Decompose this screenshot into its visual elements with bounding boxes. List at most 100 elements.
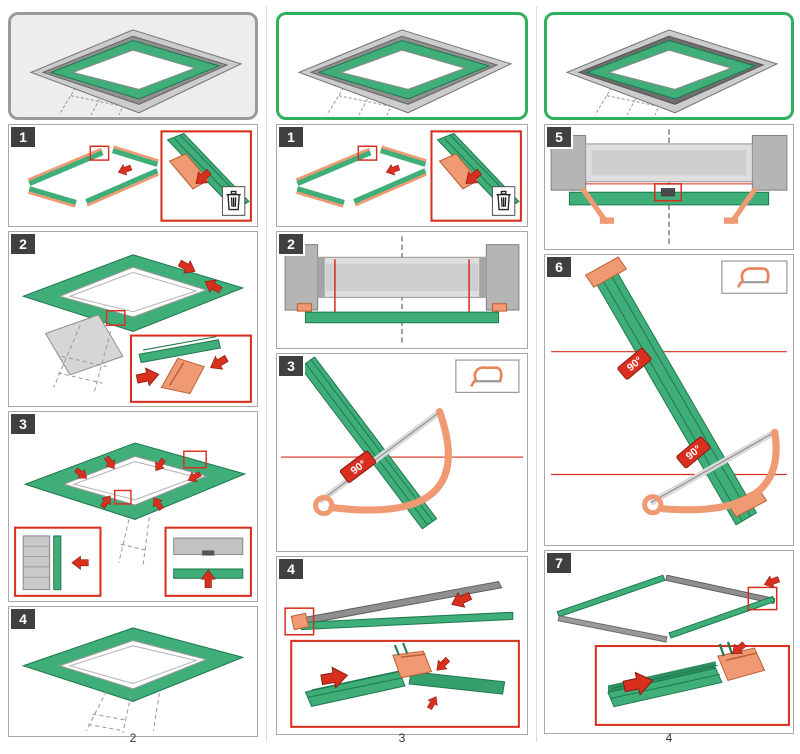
saw-cutting-illustration: 90° xyxy=(281,356,523,530)
step-panel: 5 xyxy=(544,124,794,250)
angle-badge: 90° xyxy=(339,450,377,483)
hatch-overview-illustration xyxy=(29,29,243,116)
step-number-badge: 4 xyxy=(11,609,35,629)
strut-foot xyxy=(723,217,739,224)
ceiling-left xyxy=(284,244,319,311)
red-callout-box xyxy=(183,450,207,469)
opening xyxy=(71,49,197,90)
step-number-badge: 2 xyxy=(279,234,303,254)
step-panel: 1 xyxy=(8,124,258,227)
saw-blade-line xyxy=(319,410,442,502)
box-edge xyxy=(479,257,487,298)
step-panel: 3 xyxy=(8,411,258,602)
step-number-badge: 4 xyxy=(279,559,303,579)
finished-frame-illustration xyxy=(21,627,245,733)
opening xyxy=(607,49,733,90)
hatch-overview-illustration xyxy=(297,29,513,116)
double-cut-illustration: 90° 90° xyxy=(551,256,788,526)
step-number-badge: 1 xyxy=(279,127,303,147)
step-number-badge: 5 xyxy=(547,127,571,147)
step-number-badge: 7 xyxy=(547,553,571,573)
saw-handle xyxy=(642,494,664,516)
trim-clipping-illustration xyxy=(14,442,252,597)
red-inset xyxy=(160,130,252,222)
step-panel: 2 xyxy=(8,231,258,407)
step-panel: 4 xyxy=(276,556,528,735)
tool-inset xyxy=(455,359,520,393)
hatch-overview-illustration xyxy=(565,29,779,116)
box-edge xyxy=(317,257,325,298)
trim-strips xyxy=(295,145,427,208)
overview-figure-inactive xyxy=(8,12,258,120)
profile-fins xyxy=(305,358,433,526)
overview-figure-active xyxy=(276,12,528,120)
red-callout-box xyxy=(113,489,132,505)
red-inset xyxy=(594,639,790,726)
corner-piece xyxy=(290,612,310,631)
green-profile xyxy=(299,356,438,530)
latch-detail xyxy=(660,188,676,197)
red-arrow-icon xyxy=(384,162,402,178)
page-number: 2 xyxy=(129,731,137,745)
alignment-lines xyxy=(334,259,470,313)
column-page-4: 5 6 xyxy=(544,0,794,734)
column-page-3: 1 2 xyxy=(276,0,528,735)
red-callout-box xyxy=(284,607,315,636)
red-callout-box xyxy=(747,586,778,611)
step-number-badge: 1 xyxy=(11,127,35,147)
opening-frame-line xyxy=(68,645,198,685)
saw-bow xyxy=(659,428,780,514)
frame-assembly-illustration xyxy=(556,573,790,726)
red-callout-box xyxy=(357,145,378,161)
green-trim-strip xyxy=(304,311,500,324)
ceiling-right xyxy=(485,244,520,311)
step-panel: 2 xyxy=(276,231,528,349)
red-inset xyxy=(290,639,520,728)
corner-join-illustration xyxy=(284,580,520,728)
hatch-box-inner xyxy=(325,263,479,292)
saw-blade-line xyxy=(650,431,775,504)
strut-foot xyxy=(599,217,615,224)
ceiling-right xyxy=(751,134,788,191)
step-number-badge: 2 xyxy=(11,234,35,254)
trim-strips-illustration xyxy=(295,130,522,222)
ladder-lines xyxy=(53,325,112,392)
opening xyxy=(339,49,467,90)
frame-fitting-illustration xyxy=(21,254,252,403)
angle-badge: 90° xyxy=(617,347,652,380)
step-panel: 4 xyxy=(8,606,258,737)
red-callout-box xyxy=(654,183,682,202)
step-panel: 1 xyxy=(276,124,528,227)
trim-strips-illustration xyxy=(27,130,252,222)
red-inset xyxy=(430,130,522,222)
red-arrow-icon xyxy=(116,162,134,178)
batten-left xyxy=(296,303,313,312)
step-number-badge: 3 xyxy=(279,356,303,376)
step-number-badge: 6 xyxy=(547,257,571,277)
page-number: 3 xyxy=(398,731,406,745)
overview-figure-active xyxy=(544,12,794,120)
opening-frame-line xyxy=(68,271,198,313)
trash-bin-icon xyxy=(221,185,246,217)
tool-inset xyxy=(721,260,788,294)
profile-fins xyxy=(599,269,751,522)
opening xyxy=(58,640,208,690)
trim-strips xyxy=(27,145,159,208)
column-divider xyxy=(536,6,537,742)
cross-section-illustration xyxy=(550,129,788,245)
red-inset xyxy=(14,526,102,597)
saw-handle xyxy=(313,494,335,517)
saw-bow xyxy=(328,408,452,514)
red-callout-box xyxy=(89,145,110,161)
prop-struts xyxy=(581,187,757,225)
frame-strips xyxy=(556,574,776,643)
step-panel: 3 90° xyxy=(276,353,528,552)
step-number-badge: 3 xyxy=(11,414,35,434)
trash-bin-icon xyxy=(491,185,516,217)
ladder-lines xyxy=(118,517,150,565)
page-number: 4 xyxy=(665,731,673,745)
cross-section-illustration xyxy=(284,236,520,344)
red-inset xyxy=(129,334,252,403)
step-panel: 7 xyxy=(544,550,794,734)
red-callout-box xyxy=(105,309,126,326)
